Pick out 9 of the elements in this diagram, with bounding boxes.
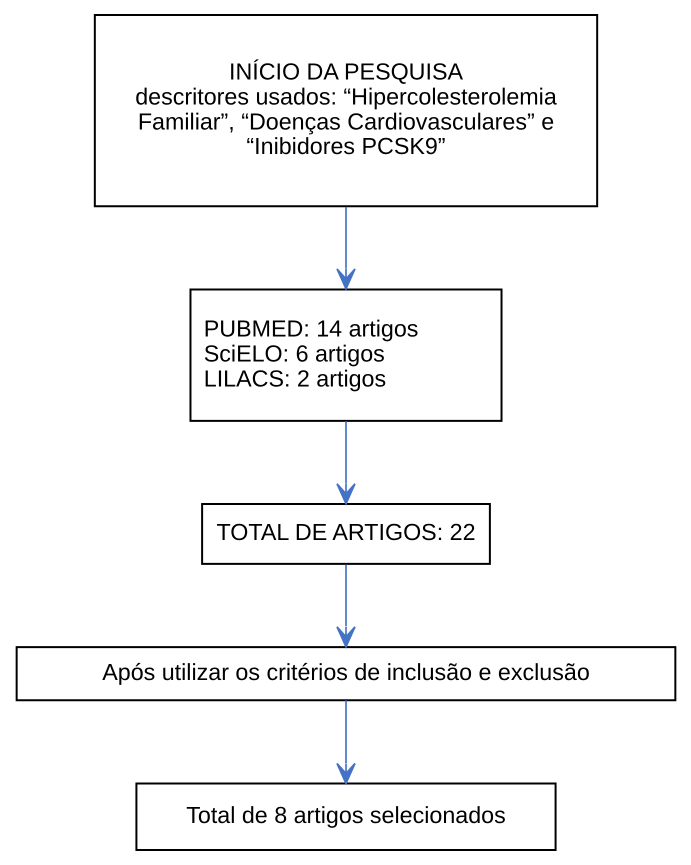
node-box: Total de 8 artigos selecionados: [134, 782, 556, 851]
arrow: [336, 206, 356, 290]
node-box: PUBMED: 14 artigos SciELO: 6 artigos LILACS: 2 artigos: [188, 288, 502, 422]
node-box: INÍCIO DA PESQUISA descritores usados: “Hipercolesterolemia Familiar”, “Doenças Cardiovasculares” e “Inibidores PCSK9”: [93, 14, 598, 208]
arrow: [336, 564, 356, 648]
node-box: TOTAL DE ARTIGOS: 22: [200, 503, 490, 565]
arrow: [336, 421, 356, 505]
arrow: [336, 700, 356, 784]
node-box: Após utilizar os critérios de inclusão e exclusão: [15, 646, 676, 702]
